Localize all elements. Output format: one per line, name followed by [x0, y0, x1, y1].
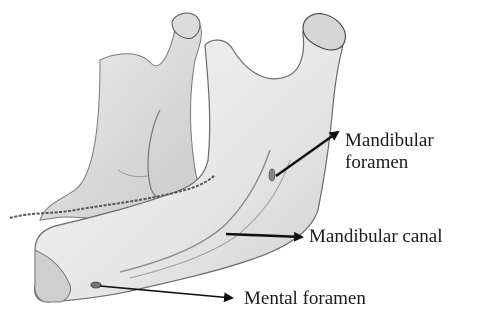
label-mental-foramen: Mental foramen: [244, 288, 366, 310]
label-mandibular-canal: Mandibular canal: [309, 226, 442, 248]
label-mandibular-foramen: Mandibular foramen: [345, 130, 480, 174]
label-mandibular-foramen-line2: foramen: [345, 152, 480, 174]
label-mandibular-foramen-line1: Mandibular: [345, 130, 480, 152]
